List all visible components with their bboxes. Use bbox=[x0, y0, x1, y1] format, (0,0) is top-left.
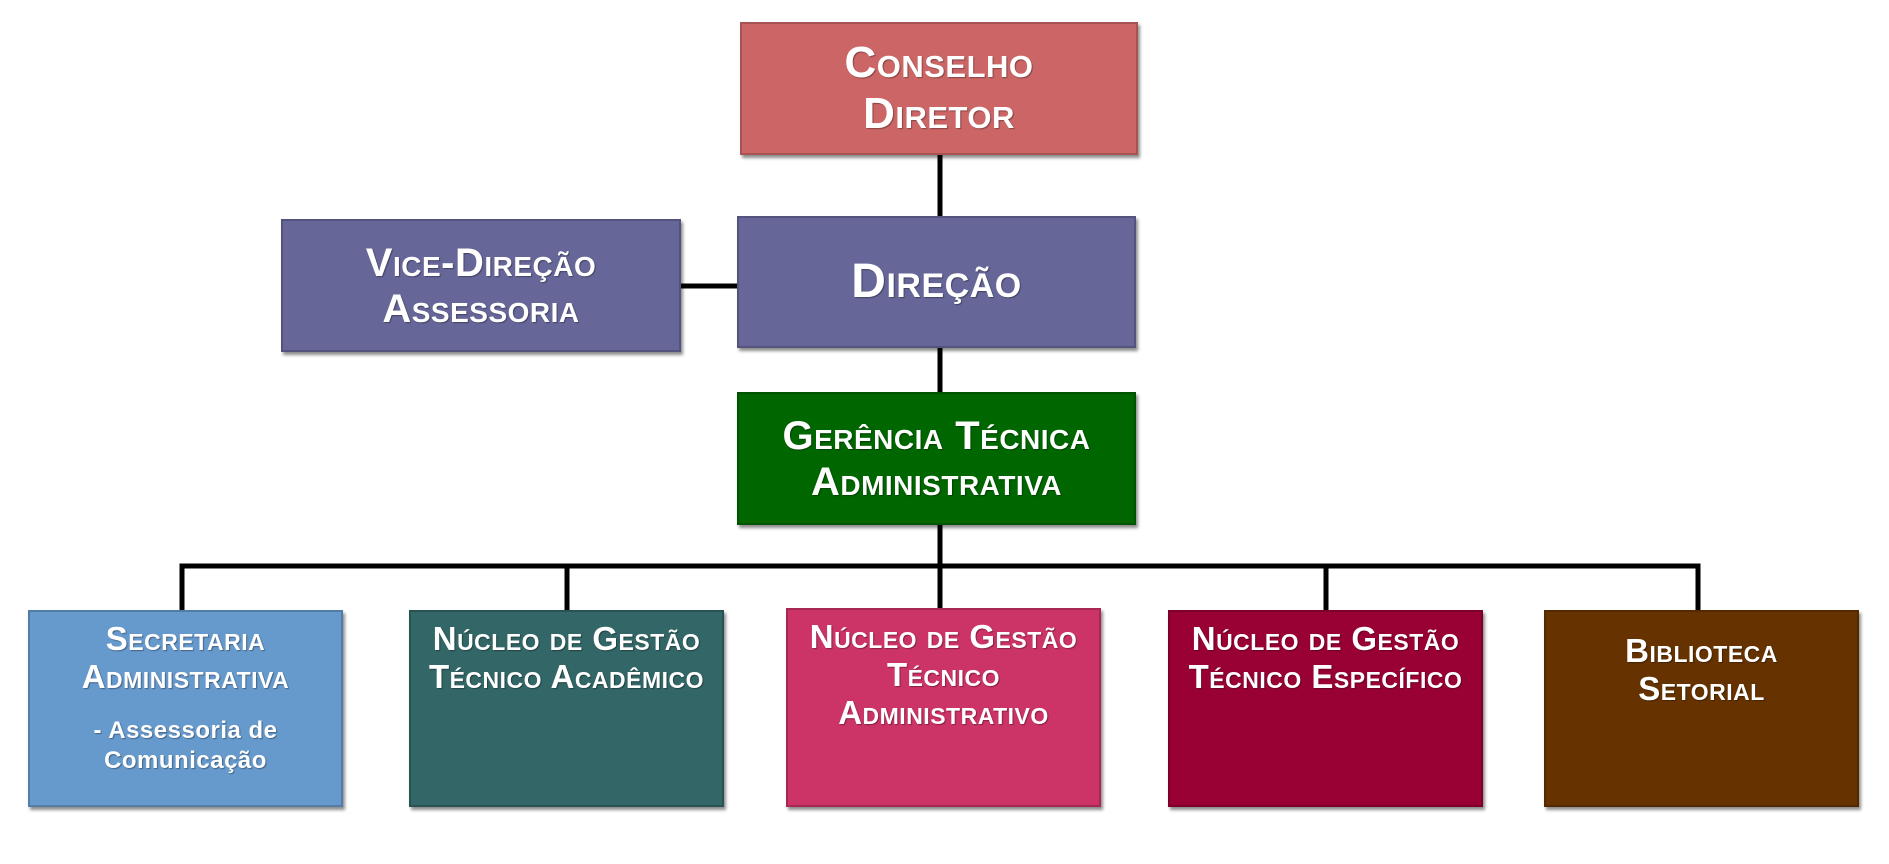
vice-label-line-1: Vice-Direção bbox=[365, 240, 597, 285]
nucleo-academico-box: Núcleo de Gestão Técnico Acadêmico bbox=[409, 610, 724, 807]
direcao-label: Direção bbox=[851, 255, 1022, 309]
especifico-label-line-1: Núcleo de Gestão bbox=[1191, 620, 1460, 657]
secretaria-label-line-1: Secretaria bbox=[105, 620, 266, 657]
administrativo-label-line-3: Administrativo bbox=[838, 693, 1049, 731]
administrativo-label-line-1: Núcleo de Gestão bbox=[809, 618, 1078, 655]
academico-label-line-1: Núcleo de Gestão bbox=[432, 620, 701, 657]
biblioteca-label-line-2: Setorial bbox=[1638, 669, 1765, 707]
biblioteca-setorial-box: Biblioteca Setorial bbox=[1544, 610, 1859, 807]
secretaria-note-line-1: - Assessoria de bbox=[93, 716, 278, 744]
nucleo-administrativo-box: Núcleo de Gestão Técnico Administrativo bbox=[786, 608, 1101, 807]
secretaria-note-line-2: Comunicação bbox=[104, 746, 267, 774]
conselho-diretor-box: Conselho Diretor bbox=[740, 22, 1138, 155]
gerencia-label-line-2: Administrativa bbox=[810, 459, 1063, 504]
vice-label-line-2: Assessoria bbox=[382, 286, 580, 331]
administrativo-label-line-2: Técnico bbox=[886, 655, 1001, 693]
especifico-label-line-2: Técnico Específico bbox=[1188, 657, 1463, 695]
biblioteca-label-line-1: Biblioteca bbox=[1625, 632, 1778, 669]
academico-label-line-2: Técnico Acadêmico bbox=[428, 657, 705, 695]
gerencia-tecnica-box: Gerência Técnica Administrativa bbox=[737, 392, 1136, 525]
gerencia-label-line-1: Gerência Técnica bbox=[782, 413, 1091, 458]
secretaria-note: - Assessoria de Comunicação bbox=[93, 716, 277, 776]
secretaria-box: Secretaria Administrativa - Assessoria d… bbox=[28, 610, 343, 807]
conselho-label-line-1: Conselho bbox=[844, 37, 1034, 87]
vice-direcao-box: Vice-Direção Assessoria bbox=[281, 219, 681, 352]
nucleo-especifico-box: Núcleo de Gestão Técnico Específico bbox=[1168, 610, 1483, 807]
secretaria-label-line-2: Administrativa bbox=[81, 657, 290, 695]
conselho-label-line-2: Diretor bbox=[863, 88, 1015, 138]
direcao-box: Direção bbox=[737, 216, 1136, 348]
